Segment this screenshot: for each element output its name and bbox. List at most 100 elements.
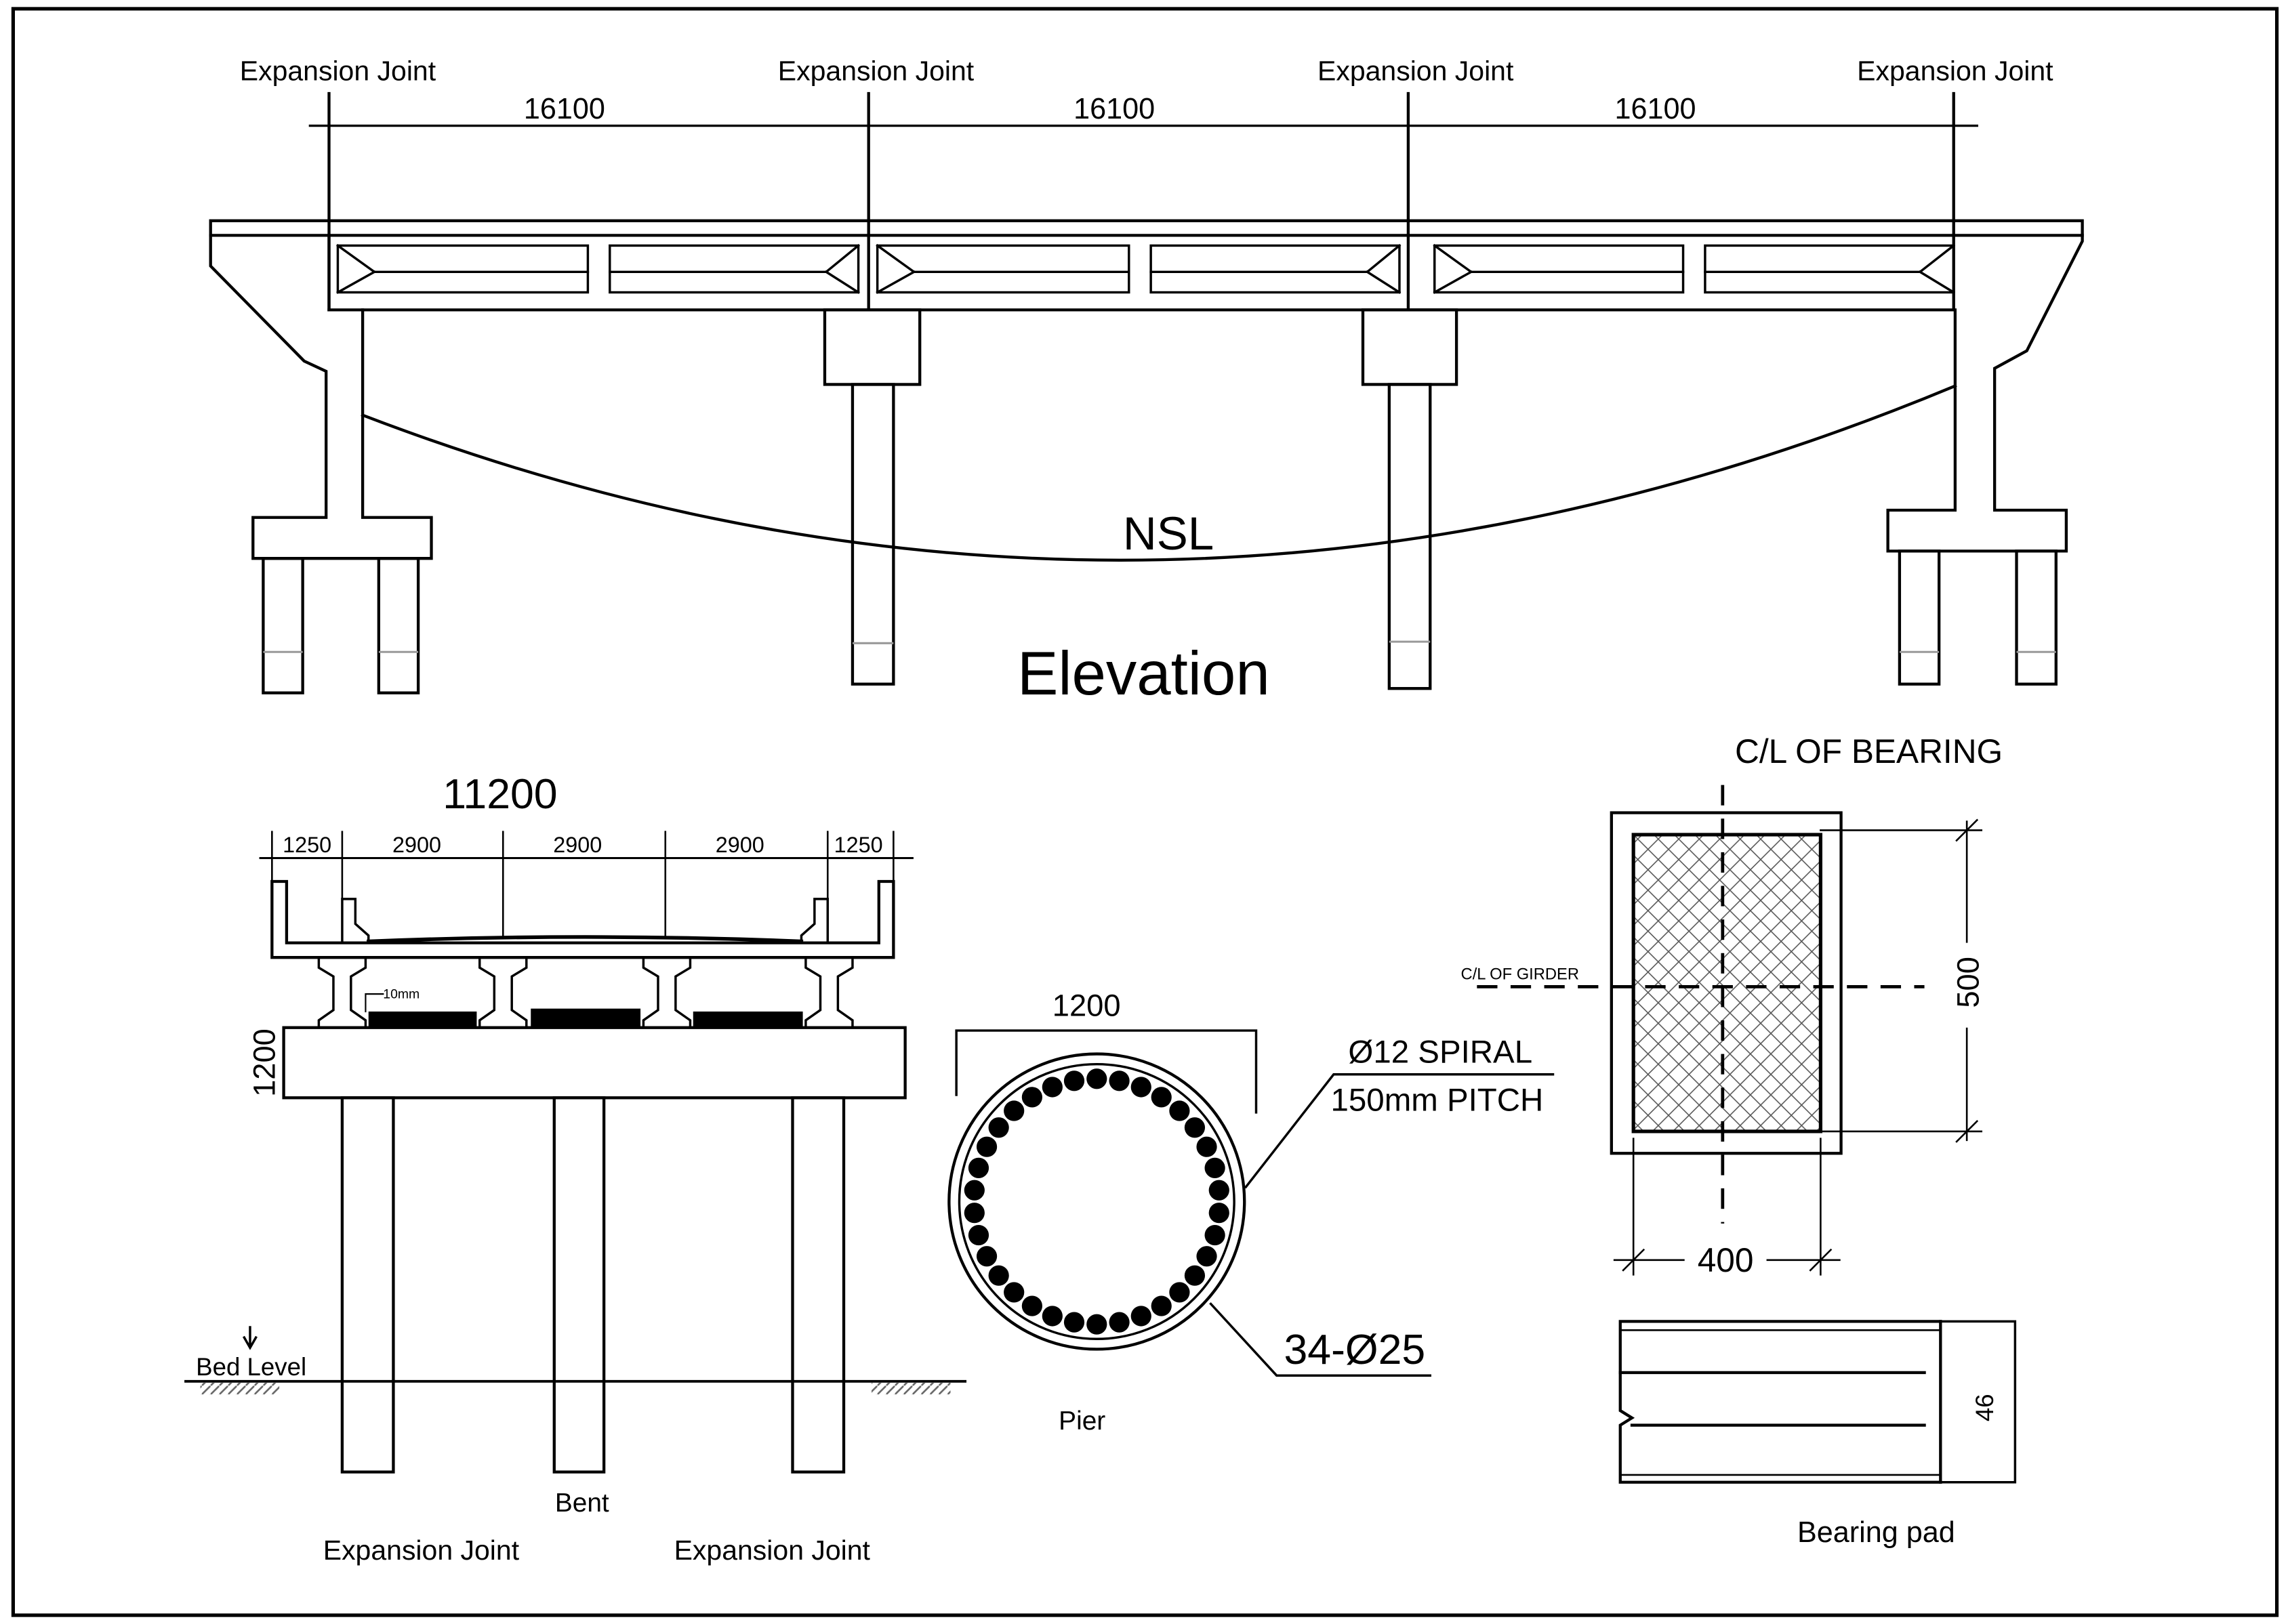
rebar-bar	[1130, 1306, 1151, 1327]
rebar-bar	[1004, 1282, 1025, 1303]
pitch-label: 150mm PITCH	[1331, 1083, 1544, 1119]
nsl-label: NSL	[1123, 507, 1214, 560]
left-abutment	[209, 234, 433, 560]
rebar-bar	[1063, 1070, 1085, 1091]
rebar-bar	[1004, 1100, 1025, 1121]
rebar-bar	[1204, 1157, 1225, 1178]
bed-level-label: Bed Level	[196, 1353, 306, 1381]
earth-hatch-left	[200, 1383, 280, 1395]
right-abutment	[1886, 234, 2084, 553]
bearing-pad-plan	[1631, 833, 1822, 1133]
joint-label-left: Expansion Joint	[323, 1535, 520, 1566]
segment-label-2: 2900	[392, 833, 441, 857]
pier-caption: Pier	[1059, 1407, 1105, 1436]
length-label: 500	[1950, 957, 1985, 1008]
rebar-bar	[1196, 1246, 1217, 1267]
column-right	[791, 1096, 846, 1474]
rebar-bar	[968, 1224, 989, 1246]
pier-section-view: 1200 Ø12 SPIRAL 150mm PITCH 34-Ø25 Pier	[947, 988, 1555, 1436]
main-bars-label: 34-Ø25	[1284, 1326, 1425, 1373]
segment-label-4: 2900	[716, 833, 764, 857]
rebar-bar	[976, 1136, 998, 1157]
total-width-label: 11200	[443, 770, 557, 818]
rebar-bar	[968, 1157, 989, 1178]
bearing-pad-section: 46 Bearing pad	[1618, 1320, 2017, 1549]
right-pile-1	[1898, 549, 1941, 686]
segment-label-5: 1250	[834, 833, 883, 857]
earth-hatch-right	[872, 1383, 951, 1395]
rebar-bar	[964, 1203, 985, 1224]
rebar-bar	[1021, 1087, 1042, 1108]
bearing-plan-view: C/L OF BEARING C/L OF GIRDER 500 400	[1461, 732, 2003, 1279]
right-kerb	[800, 898, 829, 944]
rebar-bar	[1204, 1224, 1225, 1246]
left-pile-1	[262, 557, 304, 694]
pier-cap-2	[1361, 308, 1458, 386]
rebar-bar	[1184, 1117, 1206, 1138]
segment-label-3: 2900	[553, 833, 602, 857]
main-rebar-ring	[964, 1068, 1229, 1335]
rebar-bar	[1151, 1087, 1172, 1108]
spiral-leader	[1244, 1073, 1555, 1189]
elevation-title: Elevation	[1017, 640, 1270, 708]
bent-label: Bent	[555, 1488, 609, 1518]
rebar-bar	[1130, 1077, 1151, 1098]
pier-cap-beam	[282, 1026, 907, 1100]
right-pile-2	[2015, 549, 2058, 686]
gap-note: 10mm	[383, 987, 420, 1002]
joint-label-right: Expansion Joint	[674, 1535, 871, 1566]
joint-label-2: Expansion Joint	[778, 56, 975, 87]
rebar-bar	[1169, 1282, 1190, 1303]
segment-label-1: 1250	[283, 833, 331, 857]
rebar-bar	[1086, 1314, 1107, 1335]
spiral-label: Ø12 SPIRAL	[1348, 1035, 1532, 1070]
column-middle	[552, 1096, 606, 1474]
rebar-bar	[1208, 1180, 1229, 1201]
rebar-bar	[1021, 1295, 1042, 1316]
rebar-bar	[1109, 1070, 1130, 1091]
bearing-plate	[1610, 811, 1843, 1155]
elevation-view: Expansion Joint Expansion Joint Expansio…	[209, 56, 2084, 708]
rebar-bar	[1042, 1306, 1063, 1327]
rebar-bar	[1208, 1203, 1229, 1224]
cross-section-view: 11200 1250 2900 2900 2900 1250	[184, 770, 967, 1566]
width-dimension	[1613, 1138, 1841, 1276]
rebar-bar	[1184, 1265, 1206, 1286]
level-arrow	[242, 1326, 258, 1350]
pier-diameter-dimension	[955, 1029, 1258, 1114]
cap-depth-label: 1200	[247, 1028, 282, 1097]
rebar-bar	[1063, 1312, 1085, 1333]
pier-spiral-circle	[958, 1062, 1235, 1341]
nsl-curve	[361, 383, 1957, 562]
wearing-course	[366, 935, 804, 944]
pier-cap-1	[823, 308, 922, 386]
rebar-bar	[1109, 1312, 1130, 1333]
cl-bearing-label: C/L OF BEARING	[1735, 732, 2003, 770]
span-label-2: 16100	[1074, 93, 1155, 125]
girder-cells	[336, 244, 1956, 294]
gap-note-leader	[365, 993, 384, 1013]
rebar-bar	[1169, 1100, 1190, 1121]
width-label: 400	[1698, 1241, 1754, 1279]
left-kerb	[341, 898, 370, 944]
pile-marks	[263, 640, 2056, 653]
pier-diameter-label: 1200	[1052, 988, 1121, 1022]
span-label-1: 16100	[524, 93, 605, 125]
pad-outline	[1618, 1320, 1942, 1484]
rebar-bar	[976, 1246, 998, 1267]
rebar-bar	[964, 1180, 985, 1201]
deck-slab	[209, 219, 2084, 237]
bearing-pad-caption: Bearing pad	[1797, 1516, 1955, 1549]
joint-label-3: Expansion Joint	[1317, 56, 1514, 87]
joint-label-1: Expansion Joint	[240, 56, 436, 87]
column-left	[340, 1096, 395, 1474]
rebar-bar	[1196, 1136, 1217, 1157]
span-label-3: 16100	[1615, 93, 1696, 125]
rebar-bar	[1086, 1068, 1107, 1089]
thickness-dimension	[1939, 1320, 2017, 1484]
left-pile-2	[377, 557, 420, 694]
joint-label-4: Expansion Joint	[1857, 56, 2053, 87]
cl-girder-label: C/L OF GIRDER	[1461, 966, 1579, 984]
rebar-bar	[988, 1117, 1009, 1138]
